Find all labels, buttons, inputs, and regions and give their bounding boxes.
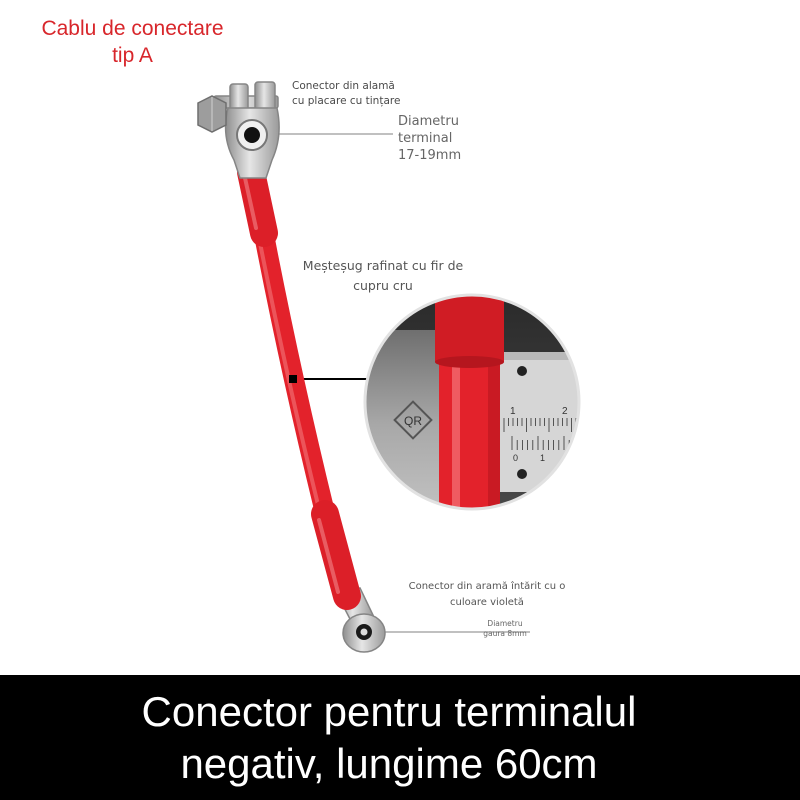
clamp-connector-label: Conector din alamă cu placare cu tințare [292, 79, 400, 109]
terminal-diameter-label-line-1: Diametru [398, 114, 459, 129]
ring-connector-label-line-2: culoare violetă [450, 597, 524, 608]
magnified-inset-border [363, 293, 581, 511]
clamp-ear-left [229, 83, 249, 112]
top-heat-shrink-highlight [243, 176, 258, 230]
qr-logo-icon [393, 400, 433, 440]
hole-diameter-label-line-2: gaura 8mm [483, 629, 527, 638]
clamp-ear-right [254, 81, 276, 112]
scale-number-bottom-2: 1 [540, 453, 545, 463]
product-title-line-2: tip A [112, 44, 153, 67]
top-heat-shrink [237, 158, 278, 247]
ring-terminal-hole-center [360, 628, 368, 636]
terminal-diameter-label-line-2: terminal [398, 131, 453, 146]
scale-number-top-1: 1 [510, 406, 516, 417]
craftsmanship-label-line-1: Meșteșug rafinat cu fir de [302, 258, 464, 273]
caption-line-2: negativ, lungime 60cm [180, 739, 598, 787]
qr-logo-text: QR [404, 414, 422, 428]
ring-connector-label-line-1: Conector din aramă întărit cu o [408, 581, 566, 592]
clamp-connector-label-line-2: cu placare cu tințare [292, 95, 401, 107]
inset-heat-shrink [435, 295, 504, 362]
bottom-heat-shrink-highlight [317, 518, 340, 594]
terminal-diameter-label: Diametru terminal 17-19mm [398, 113, 461, 164]
caliper-scale [503, 418, 577, 450]
scale-number-top-2: 2 [562, 406, 568, 417]
clamp-terminal-hole [244, 127, 260, 143]
cable-illustration: 1 2 0 1 QR [197, 81, 581, 653]
caliper-screw-bottom [517, 469, 527, 479]
magnifier-anchor-dot [289, 375, 297, 383]
caption-band: Conector pentru terminalul negativ, lung… [0, 675, 800, 800]
craftsmanship-label-line-2: cupru cru [353, 278, 413, 293]
caliper-scale-edge [498, 352, 579, 360]
product-title: Cablu de conectare tip A [30, 15, 235, 69]
hole-diameter-label: Diametru gaura 8mm [475, 619, 535, 639]
hole-diameter-label-line-1: Diametru [487, 619, 523, 628]
product-title-line-1: Cablu de conectare [41, 17, 224, 40]
inset-heat-shrink-edge [435, 356, 504, 368]
craftsmanship-label: Meșteșug rafinat cu fir de cupru cru [283, 256, 483, 296]
scale-number-bottom-1: 0 [513, 453, 518, 463]
battery-clamp [197, 81, 280, 179]
inset-cable-highlight [452, 295, 460, 509]
ring-connector-label: Conector din aramă întărit cu o culoare … [387, 579, 587, 611]
clamp-connector-label-line-1: Conector din alamă [292, 80, 395, 92]
magnified-inset: 1 2 0 1 QR [365, 295, 579, 509]
caliper-screw-top [517, 366, 527, 376]
terminal-diameter-label-line-3: 17-19mm [398, 148, 462, 163]
caption-line-1: Conector pentru terminalul [141, 687, 637, 735]
bottom-heat-shrink [311, 500, 361, 610]
